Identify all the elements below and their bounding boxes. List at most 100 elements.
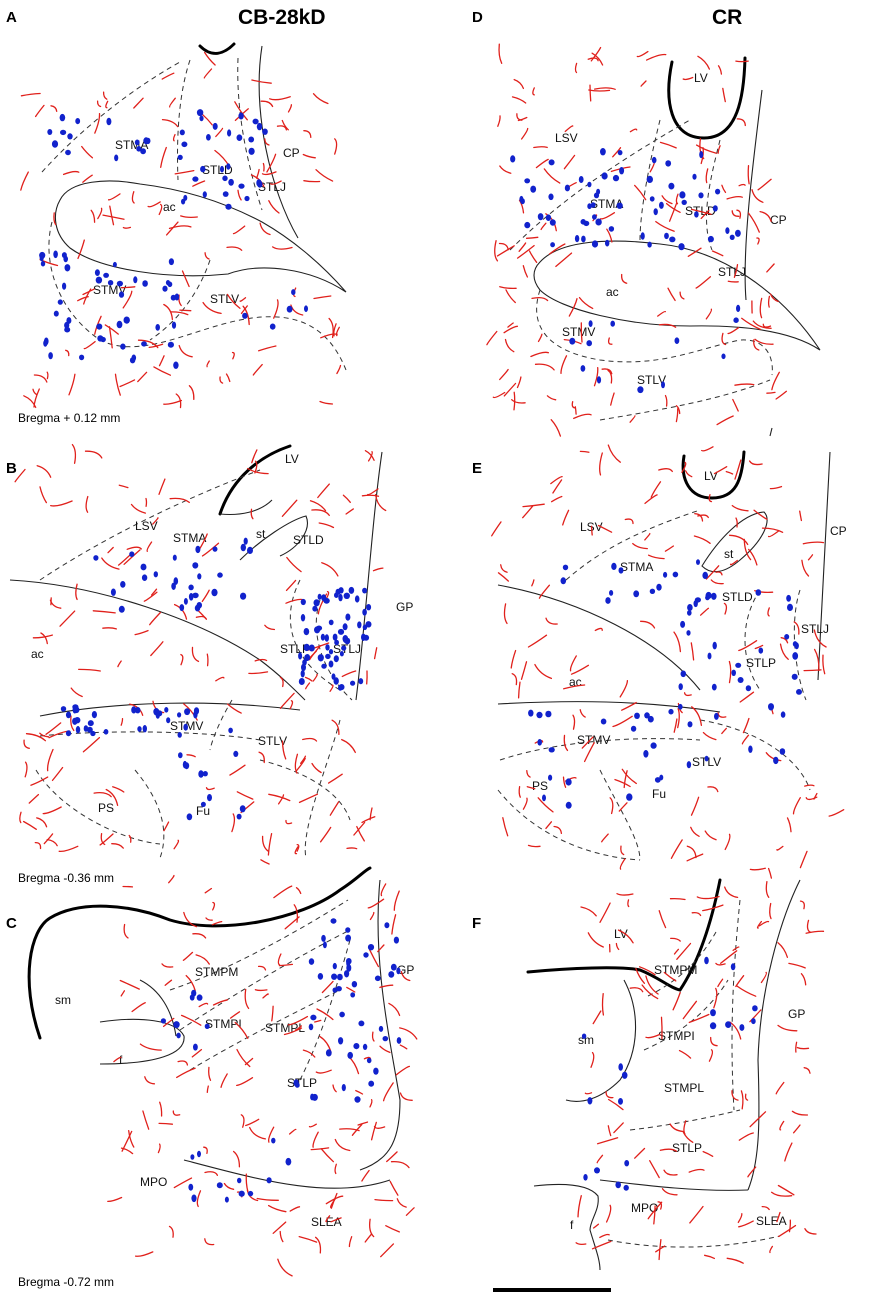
labeled-fiber — [802, 541, 825, 545]
labeled-fiber — [574, 62, 578, 74]
labeled-cell — [57, 299, 63, 305]
labeled-fiber — [735, 975, 745, 988]
labeled-cell — [153, 571, 158, 578]
labeled-fiber — [799, 850, 808, 869]
labeled-fiber — [369, 1218, 375, 1238]
labeled-fiber — [800, 973, 807, 986]
labeled-fiber — [703, 1254, 716, 1260]
labeled-fiber — [717, 65, 723, 75]
labeled-cell — [524, 178, 531, 184]
labeled-cell — [95, 276, 103, 284]
labeled-fiber — [655, 220, 675, 232]
region-boundary — [599, 769, 641, 861]
labeled-cell — [735, 662, 742, 668]
labeled-fiber — [325, 1215, 331, 1223]
labeled-fiber — [317, 483, 330, 499]
panel-letter-a: A — [6, 9, 17, 26]
labeled-fiber — [369, 911, 375, 921]
labeled-fiber — [236, 1077, 254, 1087]
labeled-fiber — [131, 191, 135, 204]
labeled-fiber — [36, 465, 52, 478]
labeled-fiber — [158, 203, 163, 216]
labeled-cell — [704, 755, 709, 762]
labeled-cell — [656, 583, 662, 591]
labeled-cell — [310, 1014, 317, 1021]
panel-c-labels: STMPM GP sm STMPI STMPL f STLP MPO SLEA — [55, 963, 414, 1229]
labeled-cell — [190, 1154, 195, 1160]
labeled-cell — [548, 159, 555, 166]
region-label: STLV — [258, 734, 287, 748]
labeled-fiber — [112, 786, 125, 793]
labeled-fiber — [399, 1027, 418, 1040]
labeled-fiber — [748, 460, 763, 466]
labeled-fiber — [517, 116, 528, 122]
region-label: STMA — [173, 531, 206, 545]
labeled-fiber — [244, 1057, 254, 1066]
labeled-fiber — [34, 841, 42, 850]
anterior-commissure-outline — [39, 702, 301, 717]
labeled-cell — [179, 129, 185, 136]
labeled-cell — [217, 572, 223, 578]
labeled-fiber — [607, 1125, 612, 1137]
labeled-cell — [343, 592, 350, 599]
labeled-cell — [681, 199, 687, 205]
labeled-cell — [206, 134, 211, 141]
labeled-fiber — [693, 535, 711, 544]
labeled-cell — [331, 973, 338, 980]
labeled-fiber — [629, 987, 644, 993]
labeled-fiber — [144, 1076, 156, 1085]
labeled-cell — [612, 174, 620, 182]
labeled-cell — [247, 546, 253, 555]
labeled-cell — [193, 1043, 198, 1051]
labeled-cell — [224, 1196, 229, 1203]
labeled-fiber — [747, 165, 750, 185]
labeled-fiber — [49, 599, 62, 609]
bregma-label-b: Bregma -0.36 mm — [18, 871, 114, 885]
labeled-fiber — [78, 668, 101, 672]
labeled-fiber — [731, 1090, 739, 1101]
labeled-fiber — [769, 485, 783, 490]
labeled-fiber — [756, 237, 760, 245]
labeled-cell — [60, 706, 67, 712]
labeled-fiber — [176, 1067, 196, 1079]
labeled-cell — [549, 219, 556, 226]
labeled-cell — [317, 973, 324, 980]
region-boundary — [289, 579, 341, 691]
labeled-cell — [725, 227, 730, 235]
labeled-cell — [580, 365, 586, 372]
labeled-fiber — [610, 392, 615, 406]
labeled-fiber — [734, 383, 755, 386]
labeled-fiber — [588, 89, 611, 92]
labeled-fiber — [699, 607, 710, 616]
labeled-cell — [324, 634, 329, 642]
labeled-cell — [665, 160, 672, 167]
labeled-fiber — [704, 830, 717, 841]
region-label: SLEA — [756, 1214, 787, 1228]
labeled-cell — [611, 562, 617, 571]
labeled-fiber — [278, 963, 294, 967]
labeled-cell — [792, 641, 798, 647]
labeled-fiber — [734, 459, 742, 480]
labeled-fiber — [143, 591, 158, 602]
labeled-cell — [712, 205, 718, 212]
labeled-fiber — [634, 184, 647, 201]
labeled-cell — [74, 717, 81, 724]
labeled-cell — [587, 1097, 593, 1105]
labeled-cell — [313, 599, 320, 607]
labeled-cell — [581, 235, 586, 243]
labeled-fiber — [579, 709, 586, 718]
labeled-fiber — [137, 339, 159, 349]
labeled-cell — [357, 621, 362, 629]
labeled-fiber — [101, 557, 120, 570]
labeled-cell — [633, 590, 640, 598]
labeled-fiber — [260, 100, 274, 108]
labeled-fiber — [717, 712, 727, 718]
labeled-fiber — [717, 145, 721, 154]
labeled-fiber — [294, 1025, 303, 1031]
labeled-fiber — [203, 68, 213, 79]
labeled-fiber — [513, 391, 516, 411]
labeled-fiber — [39, 732, 50, 738]
labeled-cell — [678, 683, 683, 691]
region-label: MPO — [631, 1201, 658, 1215]
labeled-fiber — [742, 717, 750, 734]
